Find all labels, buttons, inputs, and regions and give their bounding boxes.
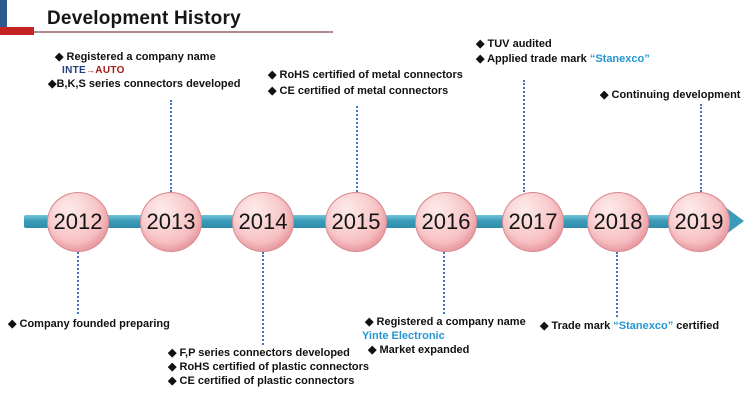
logo-text-auto: AUTO — [95, 65, 125, 76]
connector-2014 — [262, 252, 264, 345]
annotation-line: ◆ Registered a company name — [55, 51, 216, 63]
header-red-accent-bar — [0, 27, 34, 35]
year-circle-2015: 2015 — [325, 192, 387, 252]
trademark-stanexco: “Stanexco” — [613, 320, 674, 332]
annotation-line: ◆ CE certified of metal connectors — [268, 85, 449, 97]
annotation-line: ◆ CE certified of plastic connectors — [168, 375, 355, 387]
annotation-text: ◆ Applied trade mark — [476, 53, 590, 65]
annotation-line: ◆B,K,S series connectors developed — [48, 78, 241, 90]
annotation-text: certified — [673, 320, 720, 332]
annotation-line: ◆ RoHS certified of metal connectors — [268, 69, 463, 81]
annotation-line: ◆ Trade mark “Stanexco” certified — [540, 319, 719, 333]
header-blue-accent-bar — [0, 0, 7, 29]
annotation-line: ◆ Continuing development — [600, 89, 741, 101]
year-label: 2013 — [146, 209, 196, 234]
annotation-2012: ◆ Company founded preparing — [8, 317, 170, 331]
annotation-line: ◆ Market expanded — [368, 344, 470, 356]
year-label: 2012 — [53, 209, 103, 234]
connector-2018 — [616, 252, 618, 317]
connector-2013 — [170, 100, 172, 192]
annotation-2019: ◆ Continuing development — [600, 88, 740, 102]
annotation-line: ◆ TUV audited — [476, 38, 552, 50]
annotation-text: ◆ Trade mark — [540, 320, 614, 332]
annotation-line: ◆ Applied trade mark “Stanexco” — [476, 52, 650, 67]
annotation-2017: ◆ TUV audited ◆ Applied trade mark “Stan… — [476, 37, 650, 67]
year-circle-2012: 2012 — [47, 192, 109, 252]
title-underline — [34, 31, 333, 33]
connector-2019 — [700, 104, 702, 192]
trademark-stanexco: “Stanexco” — [589, 53, 650, 65]
connector-2015 — [356, 106, 358, 192]
year-label: 2018 — [593, 209, 643, 234]
year-label: 2016 — [421, 209, 471, 234]
annotation-2014: ◆ F,P series connectors developed ◆ RoHS… — [168, 346, 369, 388]
connector-2016 — [443, 252, 445, 314]
page-title: Development History — [47, 8, 241, 29]
year-circle-2013: 2013 — [140, 192, 202, 252]
annotation-2013: ◆ Registered a company name INTE→AUTO ◆B… — [48, 50, 240, 91]
year-circle-2018: 2018 — [587, 192, 649, 252]
inte-auto-logo: INTE→AUTO — [62, 64, 240, 77]
year-label: 2017 — [508, 209, 558, 234]
year-circle-2014: 2014 — [232, 192, 294, 252]
year-label: 2015 — [331, 209, 381, 234]
annotation-2018: ◆ Trade mark “Stanexco” certified — [540, 319, 719, 333]
connector-2012 — [77, 252, 79, 314]
year-circle-2017: 2017 — [502, 192, 564, 252]
company-name-yinte: Yinte Electronic — [362, 330, 445, 342]
year-circle-2019: 2019 — [668, 192, 730, 252]
connector-2017 — [523, 80, 525, 192]
year-circle-2016: 2016 — [415, 192, 477, 252]
annotation-line: ◆ Company founded preparing — [8, 318, 170, 330]
annotation-line: ◆ RoHS certified of plastic connectors — [168, 361, 369, 373]
annotation-2016: ◆ Registered a company name Yinte Electr… — [362, 315, 526, 357]
annotation-line: ◆ F,P series connectors developed — [168, 347, 350, 359]
annotation-metal-certs: ◆ RoHS certified of metal connectors ◆ C… — [268, 67, 463, 99]
year-label: 2014 — [238, 209, 288, 234]
logo-text-inte: INTE — [62, 65, 86, 76]
annotation-line: ◆ Registered a company name — [365, 316, 526, 328]
logo-arrow-icon: → — [85, 65, 96, 75]
year-label: 2019 — [674, 209, 724, 234]
